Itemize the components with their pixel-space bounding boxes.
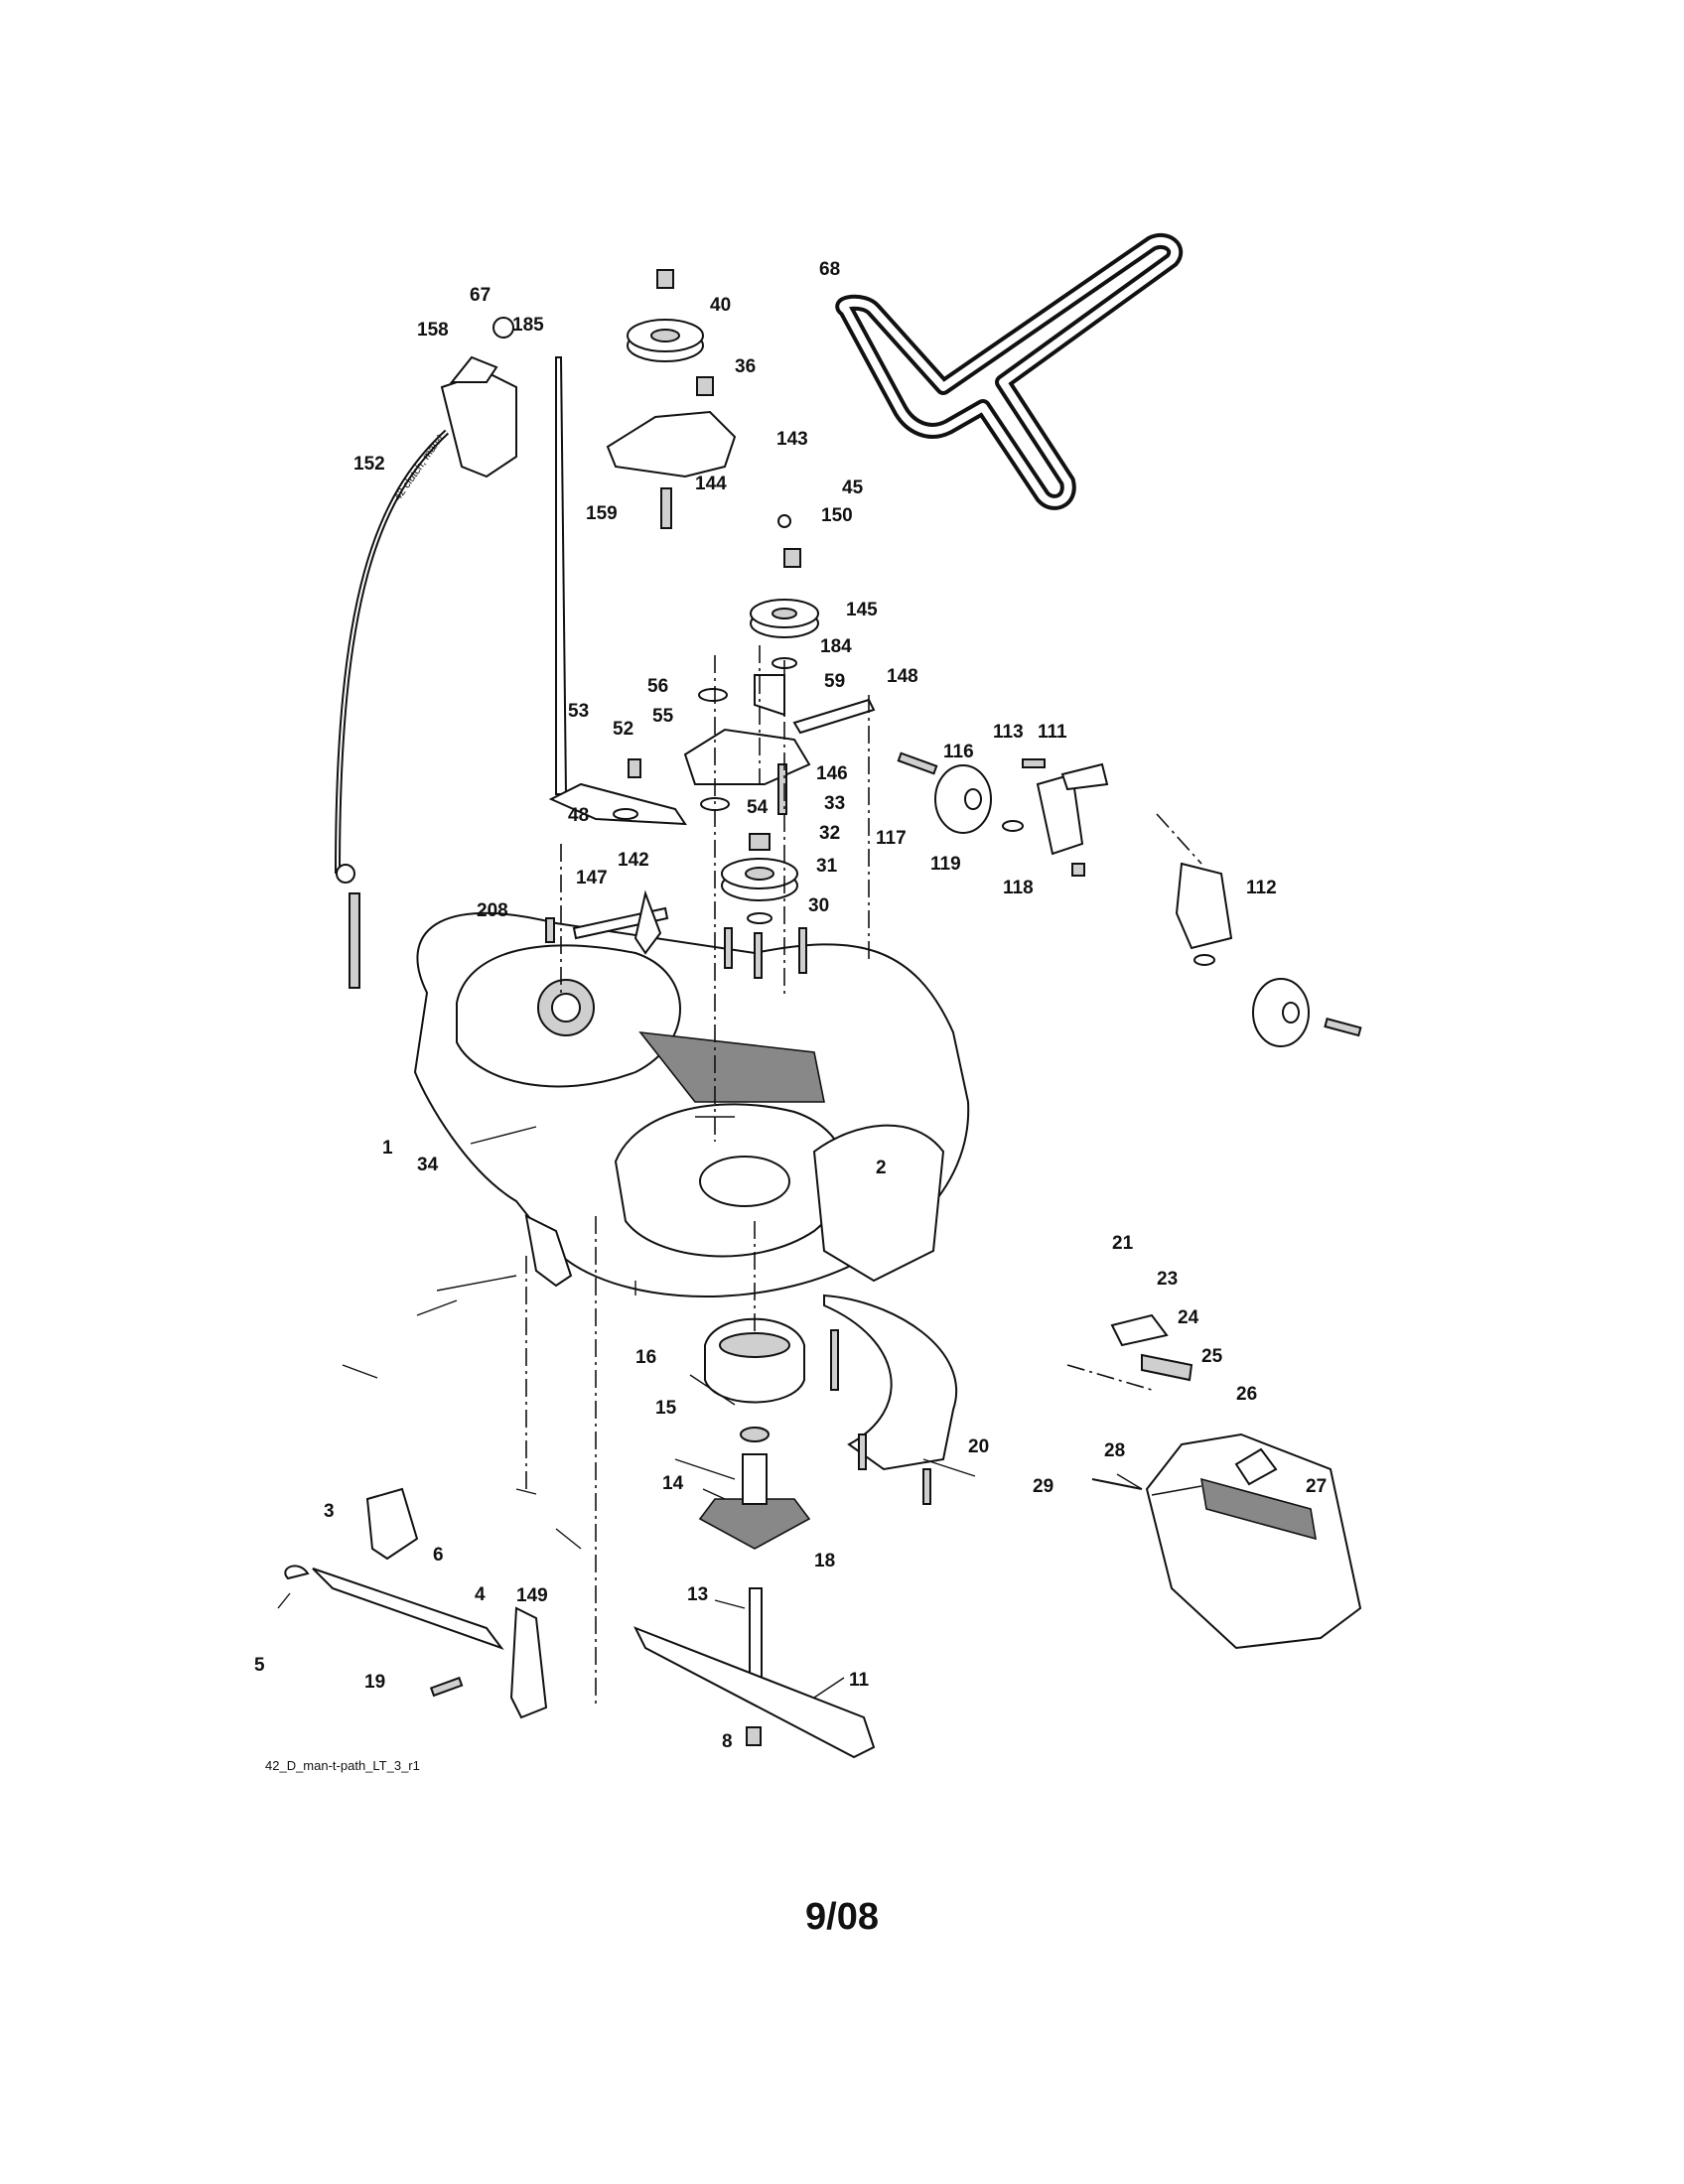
callout-185: 185 [512, 315, 544, 336]
callout-29: 29 [1033, 1476, 1053, 1497]
callout-28: 28 [1104, 1440, 1125, 1461]
callout-21: 21 [1112, 1233, 1134, 1254]
callout-119: 119 [930, 854, 961, 875]
callout-48: 48 [568, 805, 589, 826]
linkage-springs [545, 356, 687, 955]
callout-4: 4 [475, 1584, 486, 1605]
callout-13: 13 [687, 1584, 708, 1605]
callout-18: 18 [814, 1551, 835, 1571]
spindle-and-blade [632, 1317, 876, 1759]
front-baffle [823, 1294, 958, 1505]
callout-111: 111 [1038, 722, 1067, 743]
callout-19: 19 [364, 1672, 385, 1693]
callout-24: 24 [1178, 1307, 1199, 1328]
callout-118: 118 [1003, 878, 1034, 898]
callout-27: 27 [1306, 1476, 1327, 1497]
callout-31: 31 [816, 856, 838, 877]
callout-55: 55 [652, 706, 674, 727]
deck-belt [835, 233, 1184, 510]
callout-67: 67 [470, 285, 491, 306]
callout-leaders [277, 1116, 1202, 1699]
callout-152: 152 [353, 454, 385, 475]
callout-59: 59 [824, 671, 845, 692]
callout-23: 23 [1157, 1269, 1178, 1290]
callout-145: 145 [846, 600, 878, 620]
callout-148: 148 [887, 666, 918, 687]
callout-11: 11 [849, 1670, 870, 1691]
callout-159: 159 [586, 503, 618, 524]
callout-8: 8 [722, 1731, 733, 1752]
callout-113: 113 [993, 722, 1024, 743]
callout-54: 54 [747, 797, 769, 818]
callout-158: 158 [417, 320, 449, 341]
clutch-cable-assembly: 42 clutch, man-t [335, 317, 517, 989]
callout-150: 150 [821, 505, 853, 526]
callout-32: 32 [819, 823, 840, 844]
callout-143: 143 [776, 429, 808, 450]
callout-144: 144 [695, 474, 727, 494]
callout-112: 112 [1246, 878, 1277, 898]
callout-53: 53 [568, 701, 589, 722]
callout-16: 16 [635, 1347, 656, 1368]
callout-147: 147 [576, 868, 608, 888]
callout-2: 2 [876, 1158, 887, 1178]
callout-117: 117 [876, 828, 907, 849]
callout-52: 52 [613, 719, 633, 740]
callout-6: 6 [433, 1545, 444, 1566]
callout-1: 1 [382, 1138, 393, 1159]
anti-scalp-wheels [897, 751, 1362, 1047]
callout-15: 15 [655, 1398, 677, 1419]
lift-linkage [284, 1214, 573, 1719]
callout-149: 149 [516, 1585, 548, 1606]
callout-numbers: 1 2 3 4 5 6 8 11 13 14 15 16 18 19 20 21… [254, 259, 1327, 1752]
callout-14: 14 [662, 1473, 684, 1494]
callout-68: 68 [819, 259, 840, 280]
callout-208: 208 [477, 900, 508, 921]
callout-5: 5 [254, 1655, 265, 1676]
callout-36: 36 [735, 356, 756, 377]
callout-3: 3 [324, 1501, 335, 1522]
callout-116: 116 [943, 742, 974, 762]
callout-33: 33 [824, 793, 845, 814]
idler-arm-assembly [683, 674, 876, 815]
callout-20: 20 [968, 1436, 989, 1457]
mower-deck [413, 911, 970, 1298]
callout-56: 56 [647, 676, 668, 697]
drawing-id: 42_D_man-t-path_LT_3_r1 [265, 1758, 420, 1773]
callout-34: 34 [417, 1155, 439, 1175]
spindle-pulley-assembly [721, 833, 807, 979]
callout-25: 25 [1201, 1346, 1223, 1367]
discharge-chute [1091, 1313, 1362, 1650]
assembly-lines [525, 645, 1202, 1707]
callout-184: 184 [820, 636, 852, 657]
idler-pulley-stack [606, 269, 819, 669]
callout-26: 26 [1236, 1384, 1257, 1405]
callout-142: 142 [618, 850, 649, 871]
callout-45: 45 [842, 478, 864, 498]
callout-40: 40 [710, 295, 731, 316]
revision-date: 9/08 [805, 1896, 879, 1938]
cable-print: 42 clutch, man-t [392, 433, 447, 503]
callout-146: 146 [816, 763, 848, 784]
callout-30: 30 [808, 895, 829, 916]
